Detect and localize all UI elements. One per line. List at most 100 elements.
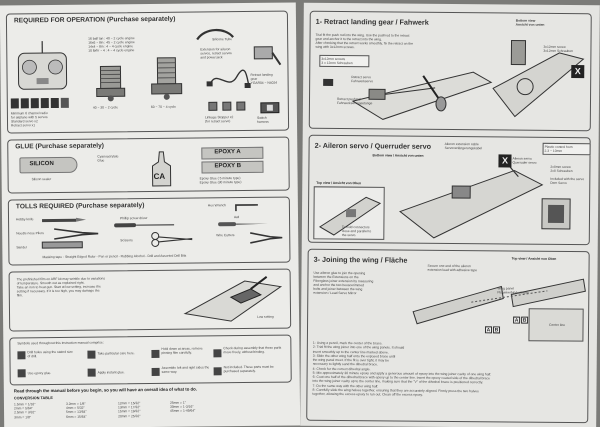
step-3-title: 3- Joining the wing / Fläche <box>313 254 408 265</box>
silicon-caption: Silicon sealer <box>31 177 52 182</box>
step-3-instructions: 1- Using a pencil, mark the center of th… <box>312 340 492 397</box>
step-2-x-tag: X <box>498 154 512 168</box>
mirror-icon <box>151 367 160 376</box>
wire-cutters-icon <box>250 232 283 244</box>
low-setting-label: Low setting <box>257 314 274 319</box>
retract-wing-diagram <box>323 71 493 120</box>
not-included-icon <box>213 367 222 376</box>
ab-tag-a-1: A <box>513 316 521 324</box>
aileron-wing-diagram <box>399 160 544 239</box>
center-line-label: Center line <box>549 322 566 328</box>
epoxy-icon <box>17 369 26 378</box>
extension-cable-icon <box>206 69 251 89</box>
sander-icon <box>41 241 83 249</box>
scissors-icon <box>151 231 193 247</box>
tool-awl: Awl <box>234 215 240 220</box>
instant-glue-icon <box>87 368 96 377</box>
silicone-tube-caption: Silicone Tube <box>212 37 232 42</box>
step-2-top-view: Top view / Ansicht von Oben <box>316 180 361 186</box>
tool-scissors: Scissors <box>120 238 133 243</box>
retract-bottom-diagram <box>492 40 585 118</box>
linkage-stopper-icon <box>208 101 246 111</box>
tools-title: TOLLS REQUIRED (Purchase separately) <box>15 202 145 211</box>
hex-wrench-icon <box>235 204 258 212</box>
symbol-mirror-label: Assemble left and right sides the same w… <box>161 365 210 374</box>
drill-icon <box>17 351 26 360</box>
ca-label: CA <box>153 171 166 181</box>
conversion-table: 1.5mm = 1/16"3.2mm = 1/8"12mm = 15/32"25… <box>14 400 224 419</box>
retract-gear-icon <box>253 46 282 66</box>
symbol-check-label: Check during assembly that these parts m… <box>223 345 282 355</box>
awl-icon <box>218 222 269 227</box>
symbol-caution-label: Take particular care here. <box>97 351 135 356</box>
hobby-knife-icon <box>42 217 87 223</box>
covering-text: The prefinished film on ARF kit may wrin… <box>16 276 106 298</box>
step-1-x-tag: X <box>571 65 585 79</box>
pin-icon <box>151 349 160 358</box>
silicon-label: SILICON <box>29 161 54 168</box>
ca-glue-bottle-icon <box>151 151 172 187</box>
switch-harness-icon <box>260 102 280 114</box>
step-1-title: 1- Retract landing gear / Fahwerk <box>315 16 429 27</box>
screwdriver-icon <box>114 223 175 228</box>
conversion-title: CONVERSION TABLE <box>13 396 53 401</box>
symbol-epoxy-label: Use epoxy glue. <box>27 371 52 376</box>
radio-transmitter-icon <box>17 41 68 90</box>
step-2-bottom-view: Bottom view / Ansicht von unten <box>372 153 424 158</box>
caution-icon <box>87 350 96 359</box>
epoxy-b-label: EPOXY B <box>214 163 242 170</box>
glue-title: GLUE (Purchase separately) <box>15 142 104 151</box>
epoxy-captions: Epoxy Glue ( 5 minute type)Epoxy Glue (3… <box>199 176 242 185</box>
epoxy-a-label: EPOXY A <box>214 149 241 156</box>
engine-2-cycle-icon <box>96 65 126 102</box>
symbol-instant-label: Apply instant glue. <box>97 370 125 375</box>
linkage-caption: Linkage Stopper x2(for retract servo) <box>204 115 234 124</box>
read-through-note: Read through the manual before you begin… <box>13 386 197 394</box>
symbol-notincluded-label: Not included. These parts must be purcha… <box>223 364 274 374</box>
conversion-row: 3mm = 1/8"6mm = 15/64"20mm = 25/32" <box>14 413 141 419</box>
tool-wire-cutters: Wire Cutters <box>216 233 235 238</box>
ab-tag-a-2: A <box>484 326 493 334</box>
receiver-servos-icon <box>10 97 69 109</box>
ab-tag-b-2: B <box>492 326 501 334</box>
engine-2-cycle-caption: 40 ~ 30 ~ 2 cycle <box>92 105 119 110</box>
iron-film-diagram <box>183 275 283 322</box>
step-1-text: Trial fit the push rod into the wing. Us… <box>315 32 413 50</box>
symbol-drill-label: Drill holes using the stated size of dri… <box>27 349 73 359</box>
pliers-icon <box>54 228 99 240</box>
step-2-title: 2- Aileron servo / Querruder servo <box>314 140 432 151</box>
tool-hex-wrench: Hex Wrench <box>207 203 226 208</box>
tool-sander: Sander <box>16 245 27 250</box>
check-icon <box>213 349 222 358</box>
right-page: 1- Retract landing gear / Fahwerk Bottom… <box>300 2 600 427</box>
ab-tag-b-1: B <box>521 316 529 324</box>
tool-needle-nose-pliers: Needle nose Pliers <box>16 231 44 236</box>
engine-4-cycle-icon <box>151 57 183 100</box>
wing-join-diagram <box>412 278 586 342</box>
aileron-top-diagram <box>313 186 385 240</box>
engine-4-cycle-caption: 60 ~ 70 ~ 4 cycle <box>150 104 177 109</box>
left-page: REQUIRED FOR OPERATION (Purchase separat… <box>0 2 301 427</box>
step-3-top-view: Top view / Ansicht von Oben <box>511 256 557 261</box>
silicone-tube-icon <box>196 28 234 41</box>
symbols-grid: Drill holes using the stated size of dri… <box>0 2 296 378</box>
aileron-servo-closeup <box>541 198 571 230</box>
tool-hobby-knife: Hobby knife <box>16 217 34 222</box>
tool-phillips-driver: Phillip screw driver <box>120 216 148 221</box>
symbol-pin-label: Hold down at areas, remove pinning film … <box>161 346 203 355</box>
